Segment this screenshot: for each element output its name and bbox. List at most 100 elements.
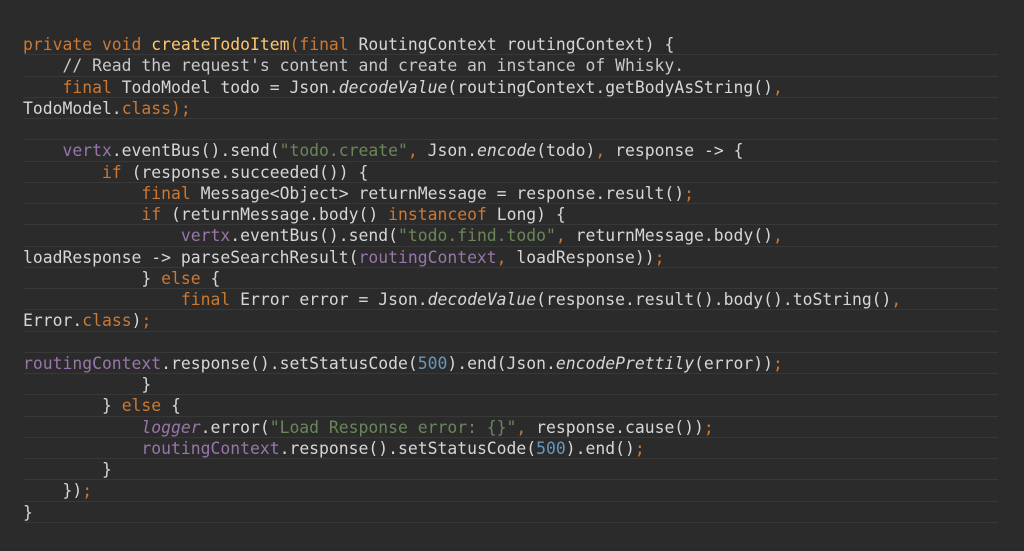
code-token: response.cause()): [536, 417, 704, 437]
code-line[interactable]: routingContext.response().setStatusCode(…: [23, 353, 998, 374]
code-token: }): [23, 481, 83, 501]
code-token: (response.succeeded()) {: [131, 162, 369, 182]
code-token: ,: [891, 290, 902, 309]
code-line[interactable]: // Read the request's content and create…: [23, 55, 998, 77]
code-token: ;: [141, 311, 152, 331]
code-token: [23, 333, 33, 352]
code-token: ,: [407, 141, 428, 161]
code-line[interactable]: private void createTodoItem(final Routin…: [23, 34, 998, 56]
code-token: }: [23, 502, 33, 522]
code-token: {: [210, 268, 221, 288]
code-line[interactable]: final TodoModel todo = Json.decodeValue(…: [23, 77, 998, 98]
code-token: routingContext: [358, 247, 497, 267]
code-token: ;: [684, 183, 695, 203]
code-line[interactable]: }: [23, 459, 998, 481]
code-token: class: [121, 98, 172, 118]
code-token: routingContext: [23, 438, 280, 458]
code-token: TodoModel todo = Json.: [121, 77, 339, 97]
code-line[interactable]: logger.error("Load Response error: {}", …: [23, 417, 998, 438]
code-token: .eventBus().send(: [230, 226, 398, 246]
code-token: ;: [773, 353, 783, 373]
code-token: decodeValue: [427, 290, 537, 309]
code-line[interactable]: [23, 119, 998, 141]
code-token: ;: [634, 438, 645, 458]
code-token: (response.result().body().toString(): [536, 290, 892, 309]
code-token: if: [23, 205, 172, 224]
code-token: .response().setStatusCode(: [161, 353, 418, 373]
code-token: ,: [773, 226, 783, 246]
code-token: Message<Object> returnMessage = response…: [200, 183, 685, 203]
code-line[interactable]: vertx.eventBus().send("todo.find.todo", …: [23, 225, 998, 247]
code-token: private void: [23, 35, 152, 54]
code-token: }: [23, 460, 112, 479]
code-token: returnMessage.body(): [575, 226, 774, 246]
code-token: 500: [536, 438, 566, 458]
code-line[interactable]: }: [23, 502, 998, 523]
code-line[interactable]: }: [23, 374, 998, 396]
code-token: logger: [23, 417, 201, 437]
code-token: ,: [773, 77, 783, 97]
code-token: (error)): [694, 353, 774, 373]
code-token: .response().setStatusCode(: [279, 438, 537, 458]
code-line[interactable]: final Error error = Json.decodeValue(res…: [23, 289, 998, 311]
code-line[interactable]: vertx.eventBus().send("todo.create", Jso…: [23, 140, 998, 162]
code-token: ;: [82, 481, 93, 501]
code-token: TodoModel.: [23, 98, 122, 118]
code-token: RoutingContext routingContext) {: [358, 35, 675, 54]
code-token: (: [289, 35, 300, 54]
code-line[interactable]: Error.class);: [23, 310, 998, 332]
code-token: [23, 120, 33, 139]
code-token: );: [171, 98, 191, 118]
code-line[interactable]: } else {: [23, 395, 998, 417]
code-line[interactable]: } else {: [23, 268, 998, 289]
code-token: {: [171, 396, 181, 416]
code-token: "todo.find.todo": [398, 226, 556, 246]
code-line[interactable]: TodoModel.class);: [23, 98, 998, 119]
code-token: ,: [595, 141, 616, 161]
code-token: 500: [417, 353, 448, 373]
code-token: ): [131, 311, 142, 331]
code-token: (returnMessage.body(): [171, 205, 389, 224]
code-token: // Read the request's content and create…: [23, 56, 685, 76]
code-token: ,: [516, 417, 537, 437]
code-line[interactable]: if (response.succeeded()) {: [23, 162, 998, 183]
code-line[interactable]: loadResponse -> parseSearchResult(routin…: [23, 247, 998, 268]
code-token: final: [23, 77, 122, 97]
code-line[interactable]: [23, 332, 998, 353]
code-token: final: [23, 183, 201, 203]
code-token: loadResponse)): [516, 247, 655, 267]
code-line[interactable]: final Message<Object> returnMessage = re…: [23, 183, 998, 204]
code-token: }: [23, 396, 122, 416]
code-token: }: [23, 375, 152, 394]
code-token: .eventBus().send(: [111, 141, 280, 161]
code-token: ).end(): [565, 438, 635, 458]
code-token: Json.: [427, 141, 477, 161]
code-token: routingContext: [23, 353, 162, 373]
code-token: (routingContext.getBodyAsString(): [447, 77, 774, 97]
code-token: encodePrettily: [555, 353, 695, 373]
code-token: (todo): [536, 141, 596, 161]
code-token: if: [23, 162, 132, 182]
code-token: vertx: [23, 141, 112, 161]
code-line[interactable]: if (returnMessage.body() instanceof Long…: [23, 204, 998, 226]
code-token: loadResponse -> parseSearchResult(: [23, 247, 359, 267]
code-token: ;: [654, 247, 665, 267]
code-token: else: [161, 268, 211, 288]
code-token: ;: [703, 417, 714, 437]
code-token: response -> {: [615, 141, 744, 161]
code-token: instanceof: [388, 205, 497, 224]
code-token: "todo.create": [279, 141, 408, 161]
code-token: "Load Response error: {}": [269, 417, 517, 437]
code-token: decodeValue: [338, 77, 448, 97]
code-token: class: [82, 311, 132, 331]
code-block[interactable]: private void createTodoItem(final Routin…: [23, 34, 998, 523]
code-token: createTodoItem: [151, 35, 290, 54]
code-token: encode: [476, 141, 537, 161]
code-line[interactable]: });: [23, 480, 998, 502]
code-token: final: [299, 35, 359, 54]
code-token: Error error = Json.: [240, 290, 428, 309]
code-token: ).end(Json.: [447, 353, 556, 373]
code-line[interactable]: routingContext.response().setStatusCode(…: [23, 438, 998, 459]
code-token: ,: [496, 247, 517, 267]
